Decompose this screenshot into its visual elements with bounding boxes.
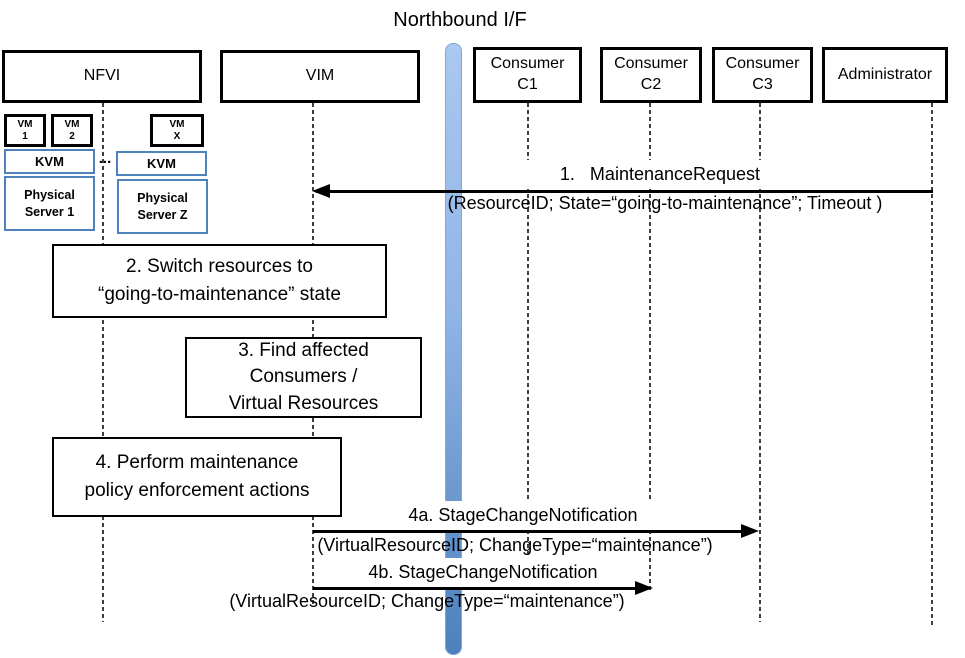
server-name: Server 1: [24, 204, 75, 219]
message-4a-arrowhead-right-icon: [741, 524, 759, 538]
server-name: Server Z: [137, 207, 188, 222]
northbound-if-title: Northbound I/F: [393, 9, 527, 31]
actor-box-vim: VIM: [220, 50, 420, 103]
step-4-line1: 4. Perform maintenance: [95, 451, 299, 473]
message-4a-title: 4a. StageChangeNotification: [383, 501, 663, 530]
kvm-box-1: KVM: [4, 149, 95, 174]
message-4b-title: 4b. StageChangeNotification: [343, 558, 623, 587]
actor-label: NFVI: [83, 67, 121, 85]
actor-box-consumer-c1: Consumer C1: [473, 47, 582, 103]
lifeline-nfvi: [102, 103, 104, 622]
step-4-line2: policy enforcement actions: [84, 480, 310, 501]
actor-sublabel: C3: [752, 76, 773, 93]
vm-number: X: [173, 130, 181, 142]
vm-label: VM: [169, 118, 185, 130]
server-label: Physical: [137, 191, 188, 206]
actor-box-administrator: Administrator: [822, 47, 948, 103]
message-1-title: 1. MaintenanceRequest: [520, 160, 800, 189]
actor-box-consumer-c2: Consumer C2: [600, 47, 702, 103]
message-4b-params: (VirtualResourceID; ChangeType=“maintena…: [229, 591, 625, 611]
vm-number: 2: [69, 130, 75, 142]
vm-box-1: VM 1: [4, 114, 46, 147]
kvm-box-2: KVM: [116, 151, 207, 176]
vm-number: 1: [22, 130, 28, 142]
step-3-box: 3. Find affected Consumers / Virtual Res…: [185, 337, 422, 418]
message-1-arrow-line: [316, 190, 933, 193]
vm-box-x: VM X: [150, 114, 204, 147]
step-3-line2: Consumers /: [249, 366, 358, 388]
message-4a-params: (VirtualResourceID; ChangeType=“maintena…: [317, 535, 713, 555]
actor-box-nfvi: NFVI: [2, 50, 202, 103]
step-2-line2: “going-to-maintenance” state: [98, 284, 341, 305]
step-3-line3: Virtual Resources: [228, 392, 379, 414]
physical-server-z-box: Physical Server Z: [117, 179, 208, 234]
lifeline-consumer-c1: [527, 103, 529, 593]
actor-label: VIM: [305, 67, 335, 85]
actor-box-consumer-c3: Consumer C3: [712, 47, 813, 103]
actor-label: Administrator: [837, 65, 933, 83]
message-4b-arrowhead-right-icon: [635, 581, 653, 595]
actor-sublabel: C2: [640, 76, 662, 93]
step-2-box: 2. Switch resources to “going-to-mainten…: [52, 244, 387, 318]
message-4a-arrow-line: [313, 530, 743, 533]
step-4-box: 4. Perform maintenance policy enforcemen…: [52, 437, 342, 517]
vm-box-2: VM 2: [51, 114, 93, 147]
actor-label: Consumer: [725, 55, 800, 73]
lifeline-consumer-c3: [759, 103, 761, 622]
message-1-params: (ResourceID; State=“going-to-maintenance…: [447, 193, 883, 213]
message-4b-arrow-line: [313, 587, 637, 590]
step-2-line1: 2. Switch resources to: [126, 255, 313, 277]
actor-sublabel: C1: [517, 76, 538, 93]
message-1-arrowhead-left-icon: [312, 184, 330, 198]
lifeline-administrator: [931, 103, 933, 628]
physical-server-1-box: Physical Server 1: [4, 176, 95, 231]
lifeline-consumer-c2: [649, 103, 651, 590]
vm-label: VM: [17, 118, 33, 130]
ellipsis: ...: [98, 150, 112, 167]
actor-label: Consumer: [614, 55, 688, 73]
server-label: Physical: [24, 188, 75, 203]
vm-label: VM: [64, 118, 80, 130]
step-3-line1: 3. Find affected: [238, 339, 369, 361]
actor-label: Consumer: [490, 55, 565, 73]
